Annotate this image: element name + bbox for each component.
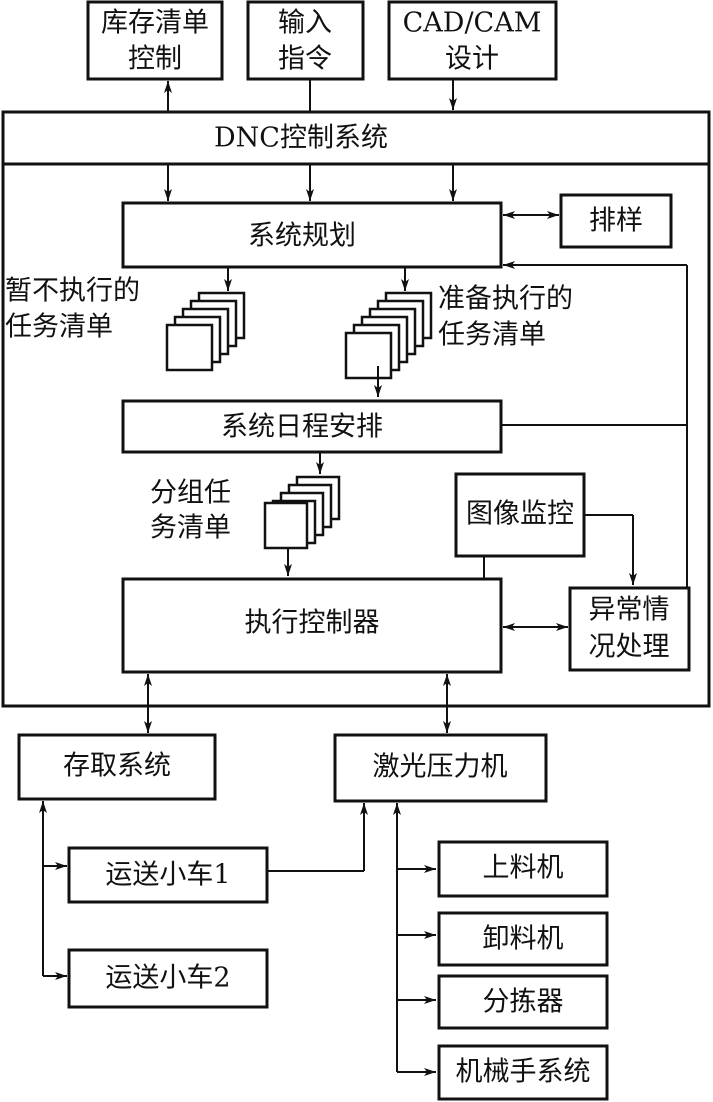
unloader-box: 卸料机 — [437, 911, 609, 967]
inventory-label-line1: 库存清单 — [101, 8, 209, 39]
ready-tasks-label-line1: 准备执行的 — [438, 284, 573, 315]
cart2-box: 运送小车2 — [67, 948, 269, 1009]
robot-system-label: 机械手系统 — [456, 1057, 591, 1088]
group-tasks-label-line2: 务清单 — [150, 513, 231, 544]
inventory-label-line2: 控制 — [128, 44, 182, 75]
inventory-control-box: 库存清单 控制 — [86, 0, 224, 81]
group-tasks-label-line1: 分组任 — [150, 478, 231, 509]
ready-tasks-label-line2: 任务清单 — [438, 320, 546, 351]
deferred-tasks-stack — [165, 291, 246, 372]
command-label-line1: 输入 — [278, 8, 332, 39]
unloader-label: 卸料机 — [483, 924, 564, 955]
exception-label-line1: 异常情 — [589, 595, 670, 626]
exception-label-line2: 况处理 — [589, 632, 670, 663]
input-command-box: 输入 指令 — [246, 0, 365, 81]
cadcam-label-line2: 设计 — [445, 44, 499, 75]
sorter-label: 分拣器 — [483, 987, 564, 1018]
command-label-line2: 指令 — [278, 44, 332, 75]
loader-label: 上料机 — [483, 853, 564, 884]
group-tasks-stack — [263, 475, 341, 550]
system-planning-label: 系统规划 — [248, 221, 356, 252]
ready-tasks-stack — [344, 291, 433, 380]
cart1-label: 运送小车1 — [105, 860, 230, 891]
deferred-tasks-label-line1: 暂不执行的 — [5, 276, 140, 307]
cart2-label: 运送小车2 — [105, 963, 230, 994]
exception-handling-box: 异常情 况处理 — [568, 586, 691, 672]
robot-system-box: 机械手系统 — [437, 1044, 609, 1101]
cadcam-design-box: CAD/CAM 设计 — [387, 0, 558, 81]
image-monitor-box: 图像监控 — [454, 472, 586, 558]
nesting-box: 排样 — [559, 193, 673, 249]
storage-system-label: 存取系统 — [63, 751, 171, 782]
system-planning-box: 系统规划 — [121, 201, 503, 269]
sorter-box: 分拣器 — [437, 974, 609, 1030]
dnc-title: DNC控制系统 — [214, 123, 388, 154]
nesting-label: 排样 — [589, 206, 643, 237]
execution-controller-box: 执行控制器 — [121, 577, 503, 674]
loader-box: 上料机 — [437, 840, 609, 898]
deferred-tasks-label-line2: 任务清单 — [5, 312, 113, 343]
cadcam-label-line1: CAD/CAM — [403, 8, 542, 39]
laser-press-label: 激光压力机 — [373, 752, 508, 783]
laser-press-box: 激光压力机 — [333, 733, 548, 803]
execution-controller-label: 执行控制器 — [245, 608, 380, 639]
system-scheduling-label: 系统日程安排 — [221, 412, 383, 443]
cart1-box: 运送小车1 — [67, 846, 269, 904]
system-scheduling-box: 系统日程安排 — [121, 399, 503, 454]
storage-system-box: 存取系统 — [17, 733, 217, 801]
image-monitor-label: 图像监控 — [466, 499, 574, 530]
